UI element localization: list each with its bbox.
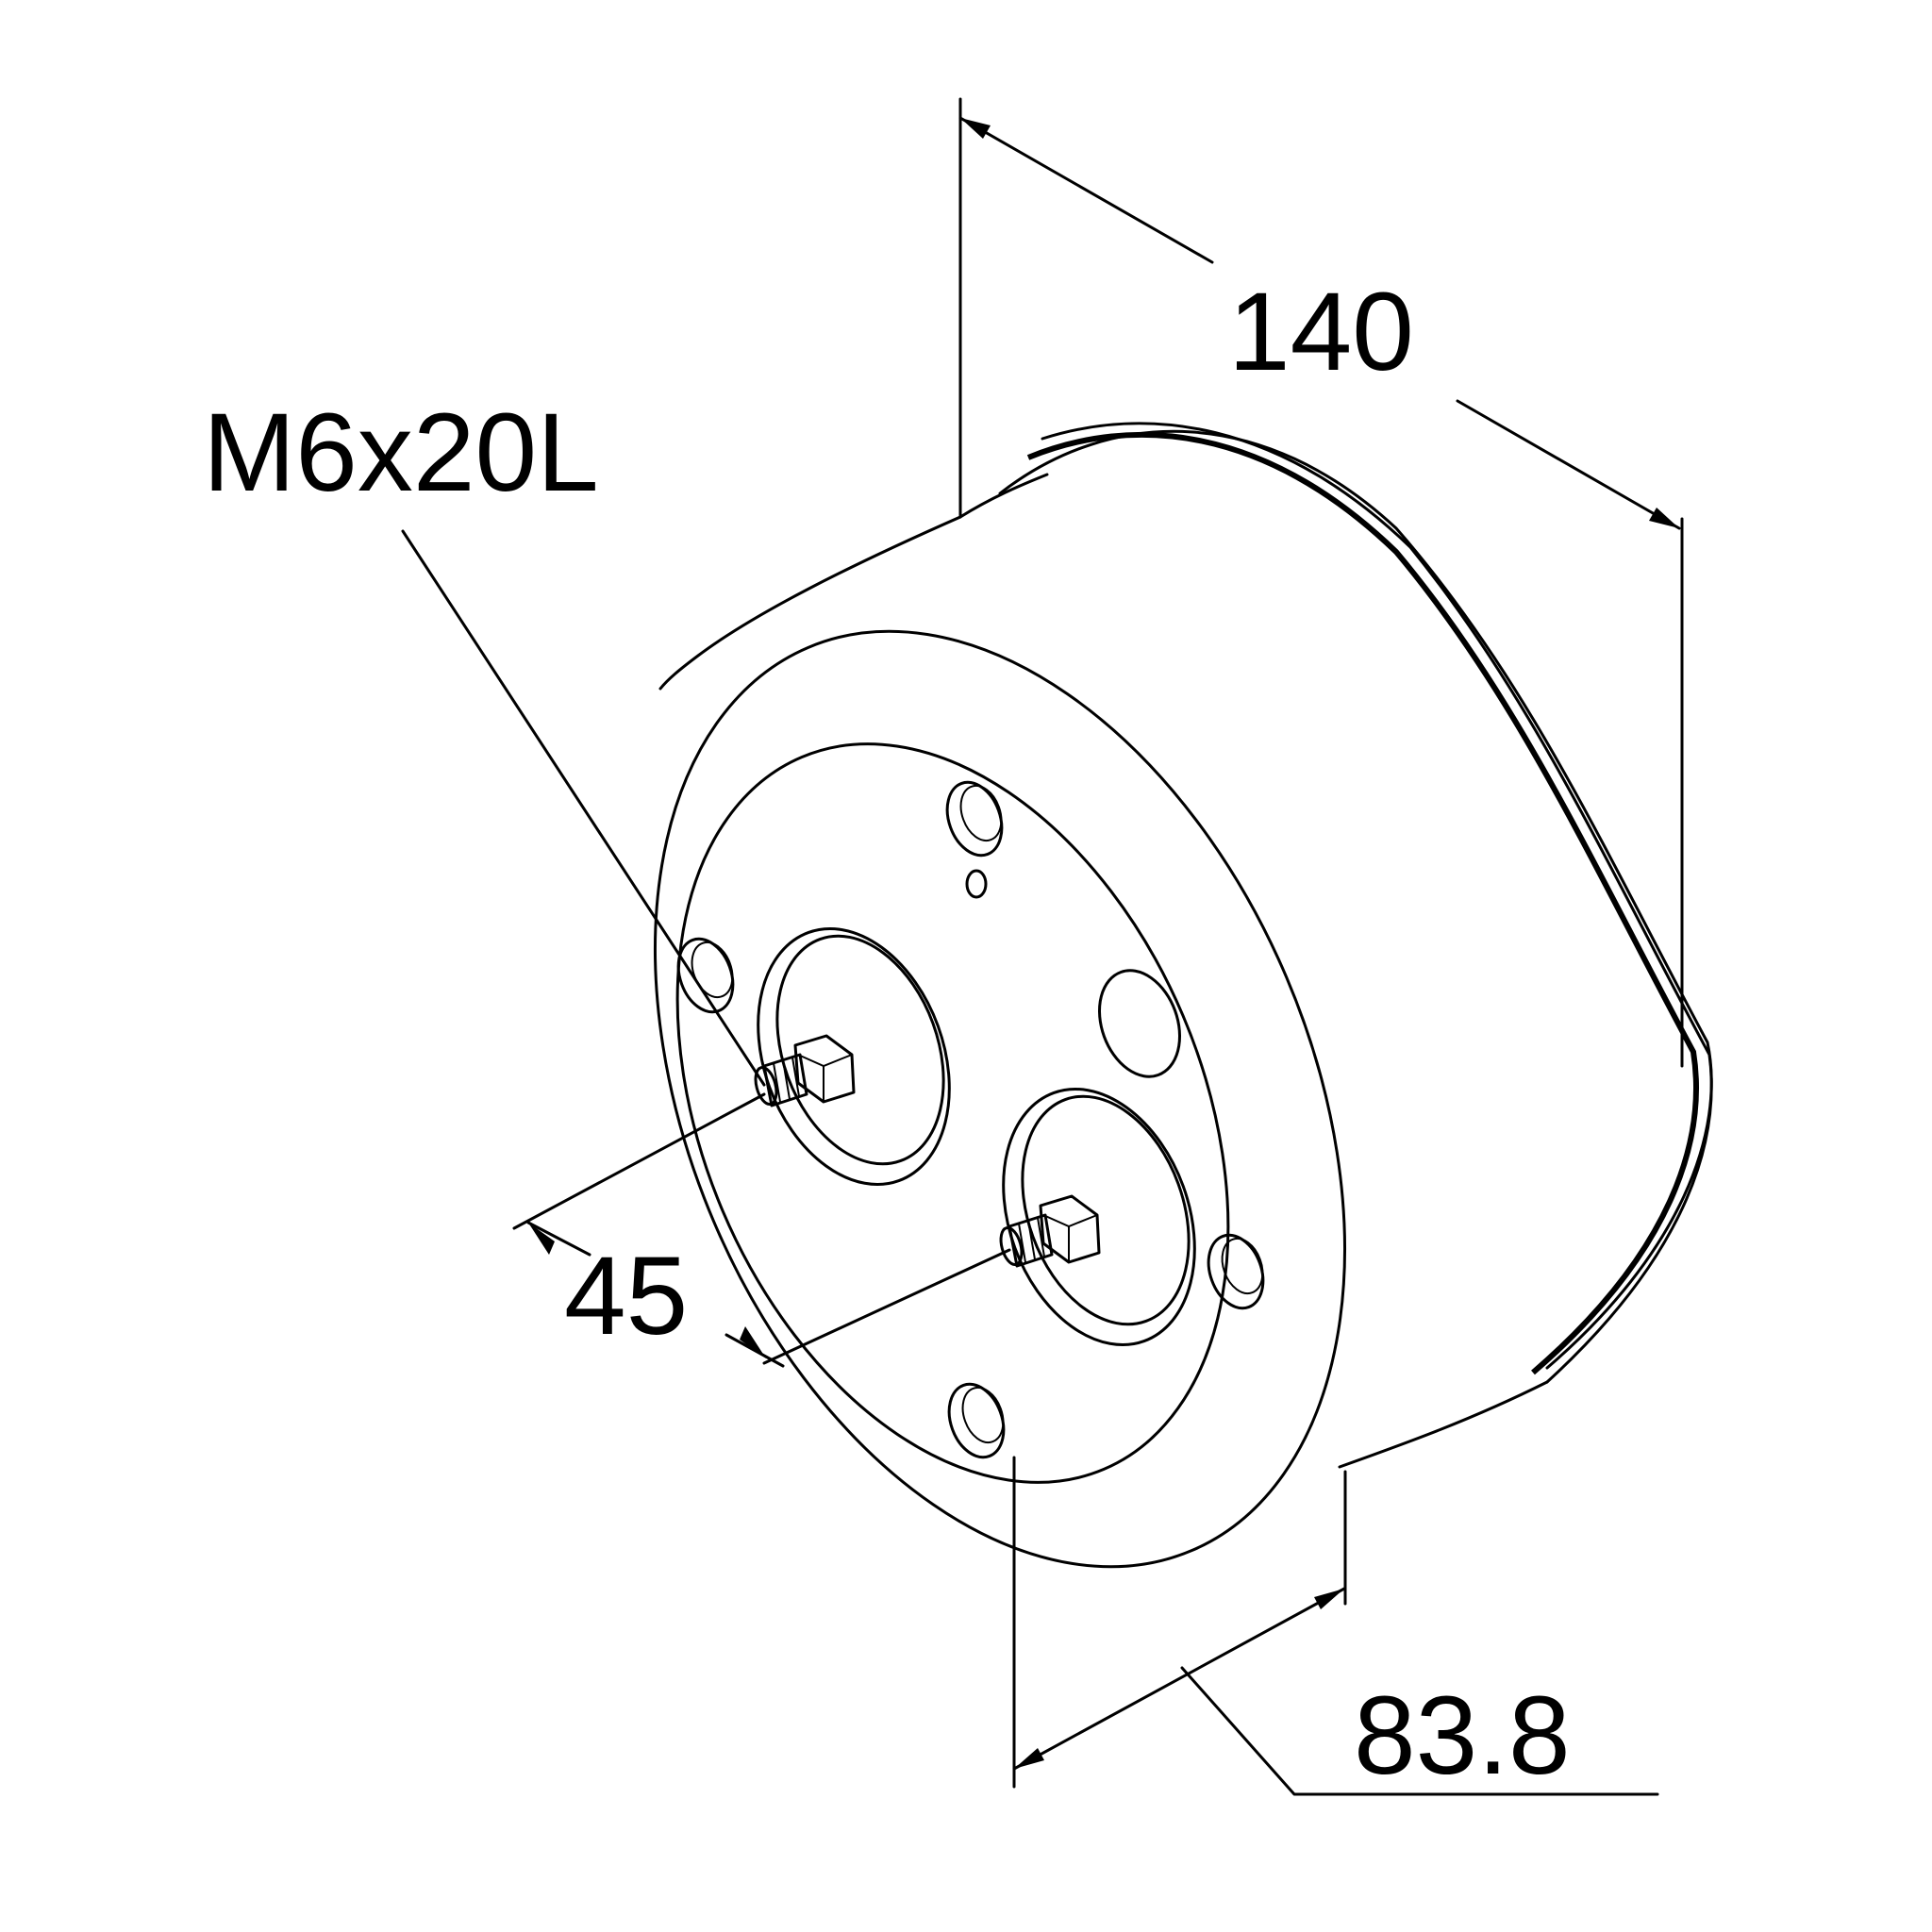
cylinder-body	[654, 422, 1713, 1569]
mounting-holes	[676, 780, 1265, 1459]
bolt-bosses	[757, 926, 1196, 1347]
bolt-spacing-label: 45	[564, 1234, 688, 1358]
thread-spec-callout: M6x20L	[203, 391, 766, 1087]
dimension-bolt-spacing: 45	[512, 1092, 1011, 1368]
depth-label: 83.8	[1354, 1674, 1571, 1798]
bolt-lower	[999, 1194, 1101, 1268]
dimension-diameter: 140	[958, 97, 1684, 1068]
bolt-upper	[754, 1034, 856, 1108]
thread-spec-label: M6x20L	[203, 391, 599, 515]
front-face-outer	[654, 629, 1346, 1569]
front-face-inner	[675, 742, 1230, 1484]
diameter-label: 140	[1228, 270, 1414, 394]
dimension-depth: 83.8	[1012, 1456, 1659, 1798]
